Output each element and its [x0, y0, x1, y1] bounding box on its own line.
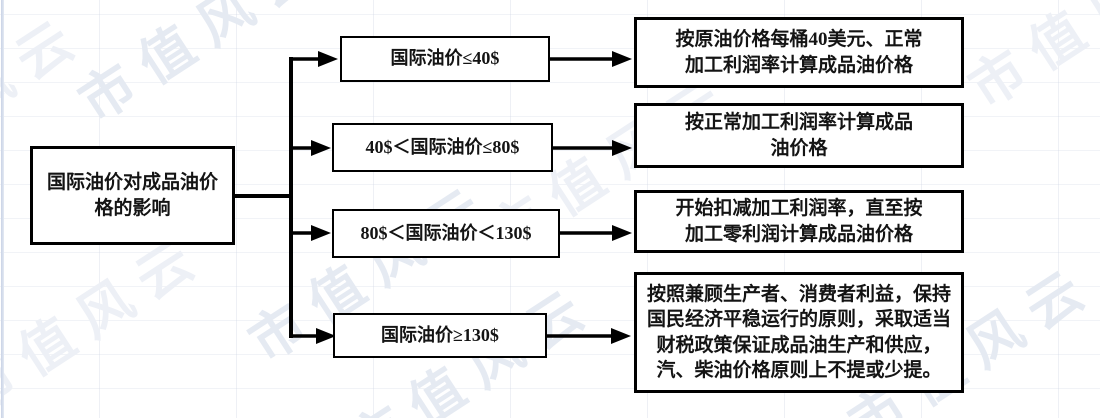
arrowhead-icon [612, 140, 632, 156]
arrowhead-icon [611, 328, 631, 344]
outcome-node-4: 按照兼顾生产者、消费者利益，保持国民经济平稳运行的原则，采取适当财税政策保证成品… [634, 272, 964, 393]
condition-node-3: 80$＜国际油价＜130$ [332, 209, 560, 258]
arrowhead-icon [311, 225, 331, 241]
condition-node-1: 国际油价≤40$ [340, 36, 550, 82]
outcome-node-2: 按正常加工利润率计算成品油价格 [634, 103, 964, 168]
root-node: 国际油价对成品油价格的影响 [30, 146, 235, 245]
outcome-node-3: 开始扣减加工利润率，直至按加工零利润计算成品油价格 [634, 190, 964, 253]
arrowhead-icon [612, 225, 632, 241]
outcome-node-1: 按原油价格每桶40美元、正常加工利润率计算成品油价格 [634, 17, 964, 88]
condition-node-4: 国际油价≥130$ [333, 313, 547, 358]
trunk-line [235, 57, 293, 338]
arrowhead-icon [311, 140, 331, 156]
arrowhead-icon [612, 51, 632, 67]
arrowhead-icon [318, 51, 338, 67]
condition-node-2: 40$＜国际油价≤80$ [332, 123, 553, 172]
window-edge-strip [1, 0, 4, 418]
arrowhead-icon [316, 328, 336, 344]
